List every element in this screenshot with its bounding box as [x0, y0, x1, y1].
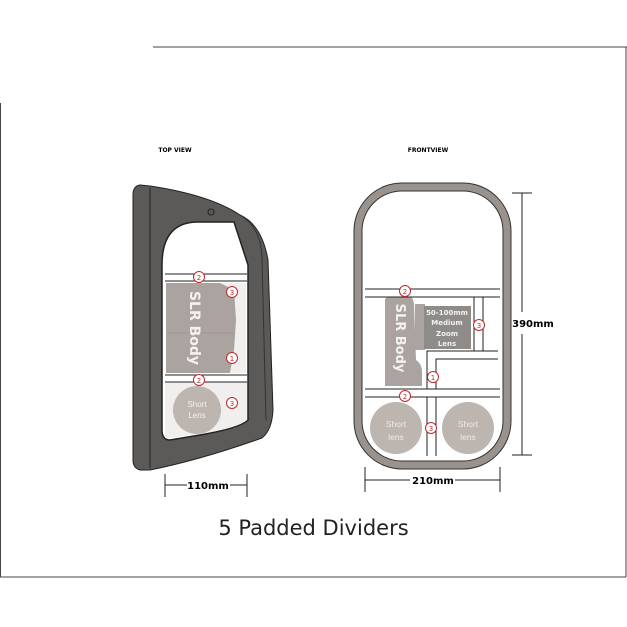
- svg-text:Lens: Lens: [188, 411, 205, 420]
- front-view-heading: FRONTVIEW: [408, 147, 449, 154]
- divider-markers: 2 3 1 2 3 2 3 1 2 3: [193, 271, 485, 434]
- marker-1: 1: [427, 371, 439, 383]
- marker-2: 2: [193, 271, 205, 283]
- slr-body-label-top: SLR Body: [186, 291, 202, 365]
- svg-text:Short: Short: [187, 400, 207, 409]
- width-label-top: 110mm: [187, 481, 229, 492]
- marker-3: 3: [425, 422, 437, 434]
- height-label: 390mm: [512, 319, 554, 330]
- svg-text:3: 3: [230, 400, 234, 408]
- svg-text:Lens: Lens: [438, 340, 456, 348]
- short-lens-front-right: [442, 402, 494, 454]
- svg-text:1: 1: [230, 355, 234, 363]
- marker-3: 3: [226, 286, 238, 298]
- slr-body-front: [385, 297, 422, 386]
- short-lens-top: [173, 386, 221, 434]
- svg-text:Zoom: Zoom: [436, 330, 458, 338]
- slr-body-label-front: SLR Body: [392, 304, 407, 373]
- width-dimension-top: [164, 474, 248, 497]
- svg-text:2: 2: [197, 274, 201, 282]
- marker-3: 3: [473, 319, 485, 331]
- svg-text:lens: lens: [388, 432, 404, 442]
- svg-text:lens: lens: [460, 432, 476, 442]
- height-dimension: [512, 192, 532, 456]
- marker-3: 3: [226, 397, 238, 409]
- svg-text:Short: Short: [386, 419, 407, 429]
- zoom-lens: [424, 306, 471, 349]
- short-lens-front-left: [370, 402, 422, 454]
- svg-text:2: 2: [197, 377, 201, 385]
- top-view-heading: TOP VIEW: [158, 147, 192, 154]
- marker-2: 2: [399, 285, 411, 297]
- svg-text:3: 3: [477, 322, 481, 330]
- marker-2: 2: [193, 374, 205, 386]
- svg-text:3: 3: [429, 425, 433, 433]
- svg-text:2: 2: [403, 288, 407, 296]
- svg-text:1: 1: [431, 374, 435, 382]
- svg-text:2: 2: [403, 393, 407, 401]
- width-dimension-front: [364, 467, 501, 492]
- frame: [0, 46, 627, 578]
- top-view: TOP VIEW SLR Body Short Lens 110mm: [132, 147, 274, 497]
- svg-text:50-100mm: 50-100mm: [426, 309, 468, 317]
- marker-2: 2: [399, 390, 411, 402]
- svg-text:Short: Short: [458, 419, 479, 429]
- width-label-front: 210mm: [412, 476, 454, 487]
- diagram-title: 5 Padded Dividers: [218, 516, 409, 540]
- front-view: FRONTVIEW SLR Body 50-100mm Medium Zoom …: [353, 147, 554, 492]
- marker-1: 1: [226, 352, 238, 364]
- svg-text:3: 3: [230, 289, 234, 297]
- svg-text:Medium: Medium: [431, 319, 462, 327]
